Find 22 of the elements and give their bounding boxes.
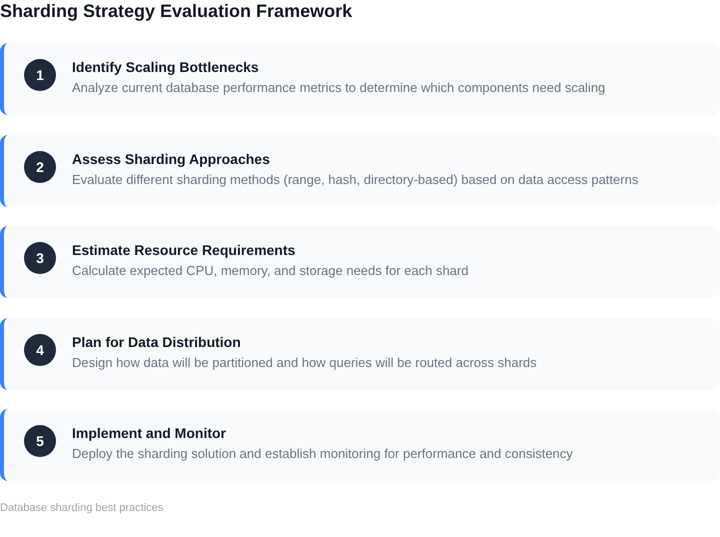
step-description: Deploy the sharding solution and establish monitoring for performance and consistency <box>72 446 573 462</box>
step-card <box>0 318 720 390</box>
step-description: Design how data will be partitioned and how queries will be routed across shards <box>72 355 537 371</box>
step-description: Analyze current database performance metrics to determine which components need scaling <box>72 80 606 96</box>
step-description: Calculate expected CPU, memory, and storage needs for each shard <box>72 263 468 279</box>
step-number-circle: 4 <box>24 334 56 366</box>
step-heading: Plan for Data Distribution <box>72 334 241 351</box>
step-heading: Assess Sharding Approaches <box>72 151 270 168</box>
diagram-title: Sharding Strategy Evaluation Framework <box>0 0 352 22</box>
step-heading: Identify Scaling Bottlenecks <box>72 59 259 76</box>
step-number-circle: 1 <box>24 59 56 91</box>
step-description: Evaluate different sharding methods (range, hash, directory-based) based on data access patterns <box>72 172 638 188</box>
caption: Database sharding best practices <box>0 502 164 515</box>
step-card <box>0 43 720 115</box>
step-card <box>0 226 720 298</box>
step-heading: Implement and Monitor <box>72 425 226 442</box>
step-number-circle: 5 <box>24 425 56 457</box>
step-number-circle: 3 <box>24 242 56 274</box>
step-heading: Estimate Resource Requirements <box>72 242 296 259</box>
step-card <box>0 409 720 481</box>
step-card <box>0 135 720 207</box>
step-number-circle: 2 <box>24 151 56 183</box>
